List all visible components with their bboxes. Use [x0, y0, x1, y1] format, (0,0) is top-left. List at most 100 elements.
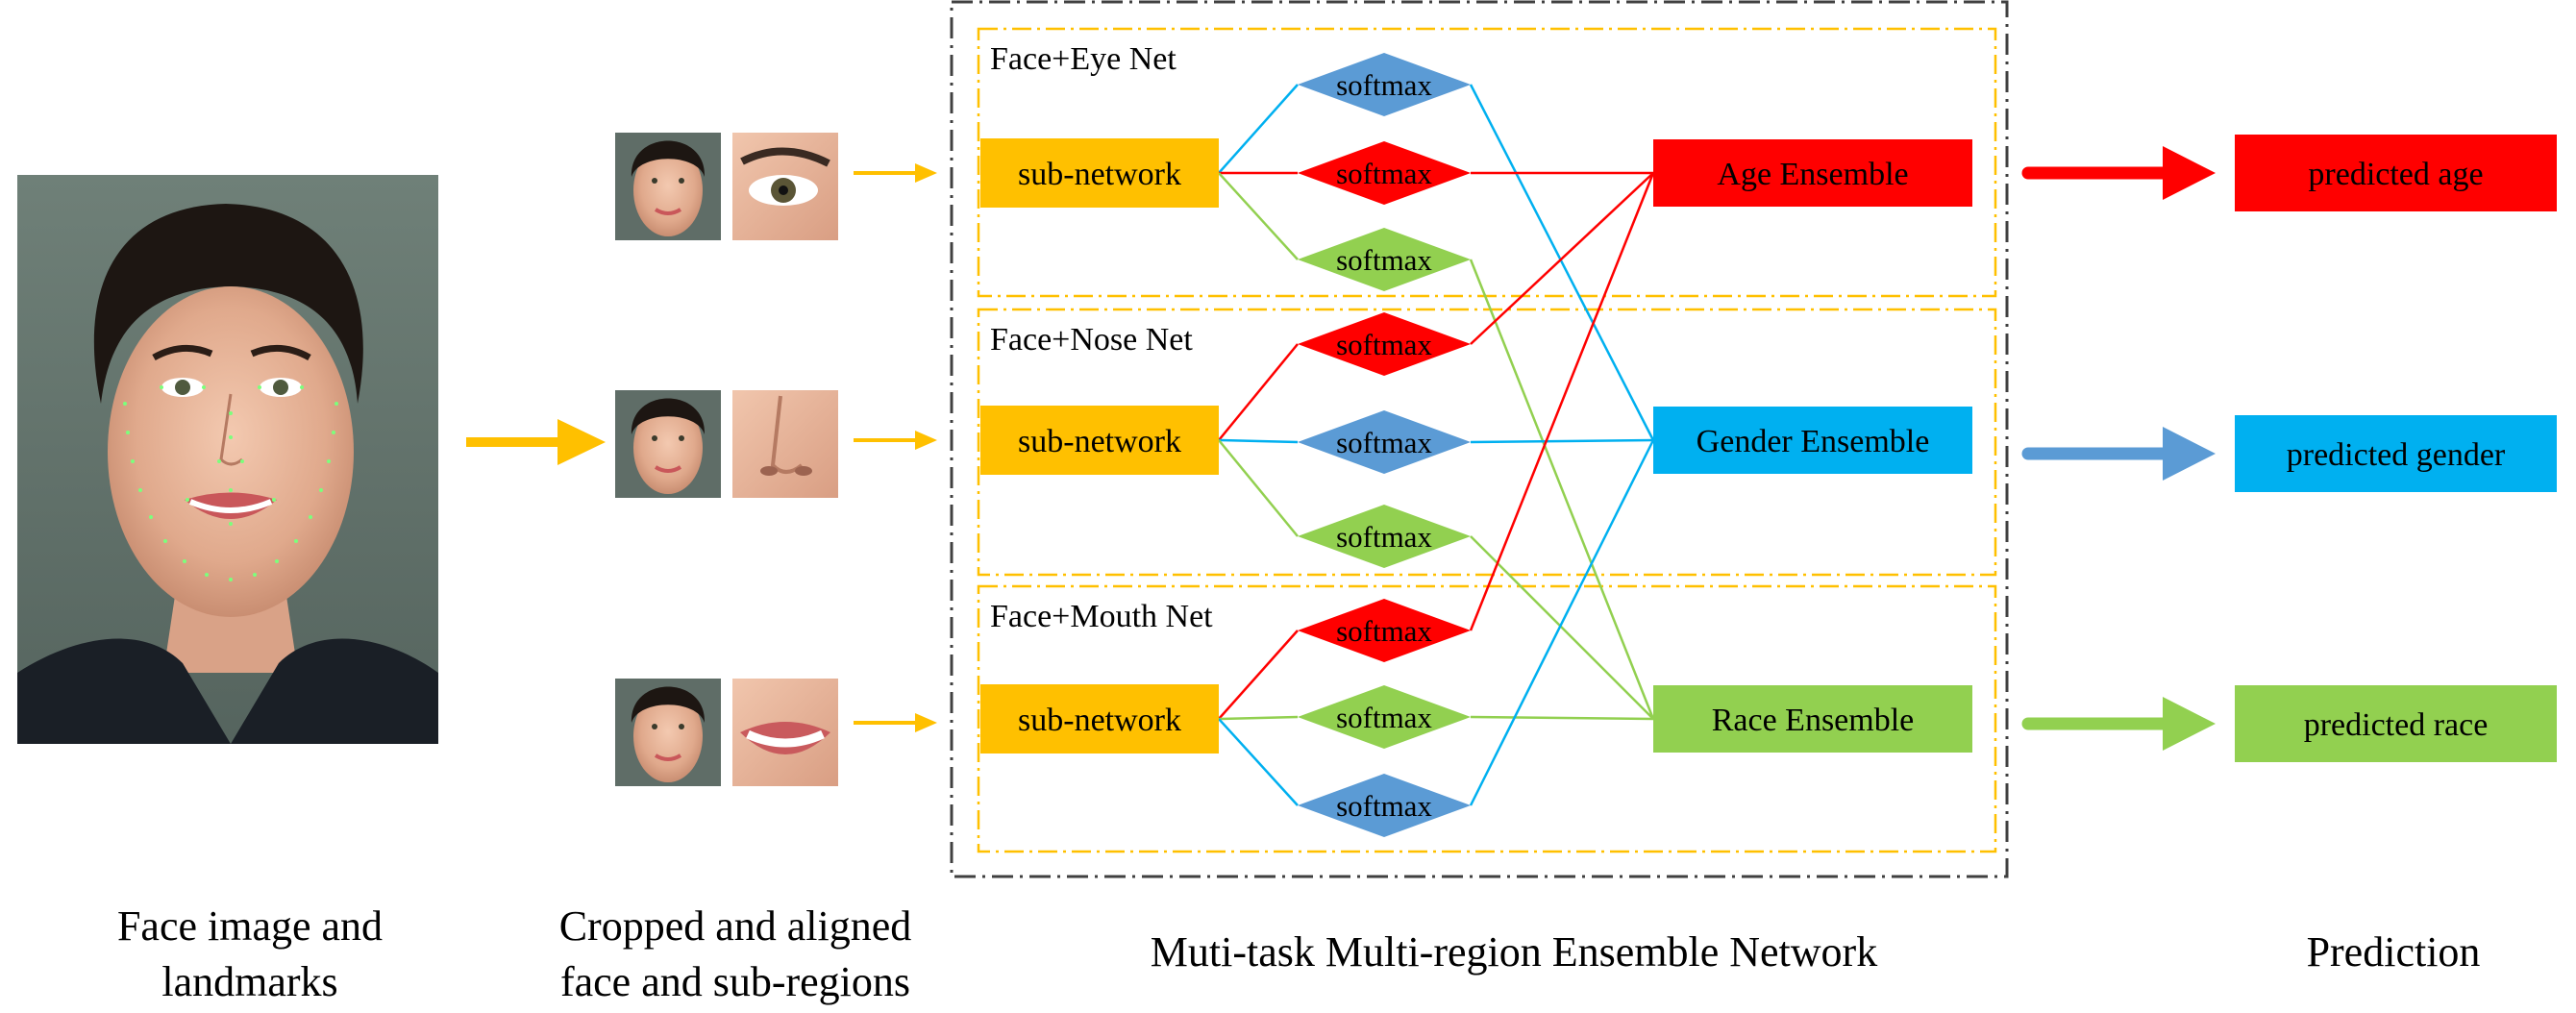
caption-network: Muti-task Multi-region Ensemble Network	[1151, 928, 1877, 976]
softmax-race	[1298, 685, 1471, 749]
link-subnet-softmax	[1218, 84, 1299, 174]
softmax-gender	[1298, 53, 1471, 116]
ensemble-race: Race Ensemble	[1653, 685, 1972, 753]
net-title: Face+Mouth Net	[990, 599, 1213, 634]
crop-face-thumbnail	[615, 133, 721, 240]
softmax-label: softmax	[1336, 426, 1432, 459]
region-arrow-eye	[854, 163, 937, 183]
ensemble-label: Race Ensemble	[1712, 703, 1915, 738]
softmax-label: softmax	[1336, 701, 1432, 734]
link-softmax-ensemble	[1470, 535, 1654, 720]
subnetwork-label: sub-network	[1018, 703, 1181, 738]
net-nose: Face+Nose Net sub-network softmax softmax so…	[980, 312, 1471, 568]
net-borders	[977, 27, 1997, 853]
softmax-gender	[1298, 410, 1471, 474]
prediction-label: predicted race	[2304, 707, 2489, 743]
caption-input-line2: landmarks	[161, 958, 337, 1005]
link-softmax-ensemble	[1469, 439, 1655, 806]
output-arrow	[2021, 146, 2216, 200]
softmax-label: softmax	[1336, 520, 1432, 554]
crop-pair-eye	[615, 133, 937, 240]
ensemble-block	[1653, 139, 1972, 207]
outputs: predicted age predicted gender predicted r…	[2021, 135, 2557, 762]
softmax-label: softmax	[1336, 614, 1432, 648]
prediction-gender: predicted gender	[2021, 415, 2557, 492]
cropped-regions	[615, 133, 937, 786]
crop-face-thumbnail	[615, 679, 721, 786]
link-subnet-softmax	[1218, 172, 1299, 260]
subnetwork-label: sub-network	[1018, 424, 1181, 459]
subnetwork-label: sub-network	[1018, 157, 1181, 192]
crop-pair-nose	[615, 390, 937, 498]
softmax-label: softmax	[1336, 68, 1432, 102]
link-softmax-ensemble	[1470, 438, 1654, 444]
softmax-race	[1298, 228, 1471, 291]
caption-prediction: Prediction	[2307, 928, 2481, 976]
prediction-block	[2235, 685, 2557, 762]
link-softmax-ensemble	[1470, 172, 1654, 345]
net-border-nose	[977, 308, 1997, 577]
subnetwork-block	[980, 138, 1219, 208]
face-image	[17, 175, 438, 744]
ensemble-label: Age Ensemble	[1717, 157, 1908, 192]
net-border-mouth	[977, 584, 1997, 853]
ensemble-gender: Gender Ensemble	[1653, 407, 1972, 474]
crop-nose-thumbnail	[732, 390, 838, 498]
output-arrow	[2021, 697, 2216, 751]
caption-crops-line2: face and sub-regions	[560, 958, 910, 1005]
crop-eye-thumbnail	[732, 133, 838, 240]
prediction-label: predicted gender	[2287, 437, 2506, 473]
ensemble-age: Age Ensemble	[1653, 139, 1972, 207]
link-softmax-ensemble	[1469, 259, 1655, 720]
softmax-label: softmax	[1336, 328, 1432, 361]
link-softmax-ensemble	[1470, 715, 1654, 721]
captions: Face image and landmarks Cropped and ali…	[117, 902, 2480, 1005]
region-arrow-nose	[854, 431, 937, 450]
softmax-label: softmax	[1336, 157, 1432, 190]
net-eye: Face+Eye Net sub-network softmax softmax sof…	[980, 41, 1471, 291]
link-softmax-ensemble	[1469, 84, 1655, 441]
landmark-points	[123, 385, 338, 581]
crop-mouth-thumbnail	[732, 679, 838, 786]
prediction-block	[2235, 415, 2557, 492]
prediction-age: predicted age	[2021, 135, 2557, 211]
softmax-label: softmax	[1336, 789, 1432, 823]
net-title: Face+Nose Net	[990, 322, 1193, 358]
prediction-label: predicted age	[2308, 157, 2483, 192]
network-outer-border	[950, 0, 2009, 878]
softmax-gender	[1298, 774, 1471, 837]
subnetwork-block	[980, 684, 1219, 754]
prediction-block	[2235, 135, 2557, 211]
nets: Face+Eye Net sub-network softmax softmax sof…	[980, 41, 1471, 837]
ensemble-label: Gender Ensemble	[1697, 424, 1930, 459]
softmax-race	[1298, 505, 1471, 568]
link-subnet-softmax	[1218, 718, 1299, 806]
ensemble-block	[1653, 407, 1972, 474]
caption-crops-line1: Cropped and aligned	[559, 902, 912, 950]
link-subnet-softmax	[1218, 630, 1299, 720]
link-subnet-softmax	[1218, 343, 1299, 441]
crop-face-thumbnail	[615, 390, 721, 498]
softmax-age	[1298, 599, 1471, 662]
net-title: Face+Eye Net	[990, 41, 1177, 77]
region-arrow-mouth	[854, 713, 937, 732]
softmax-age	[1298, 312, 1471, 376]
link-softmax-ensemble	[1469, 172, 1655, 631]
softmax-label: softmax	[1336, 243, 1432, 277]
net-border-eye	[977, 27, 1997, 298]
caption-input-line1: Face image and	[117, 902, 383, 950]
ensemble-block	[1653, 685, 1972, 753]
link-subnet-softmax	[1218, 438, 1299, 444]
softmax-age	[1298, 141, 1471, 205]
connections	[1218, 84, 1655, 806]
input-arrow	[466, 419, 606, 465]
crop-pair-mouth	[615, 679, 937, 786]
link-subnet-softmax	[1218, 439, 1299, 537]
net-mouth: Face+Mouth Net sub-network softmax softmax s…	[980, 599, 1471, 837]
subnetwork-block	[980, 406, 1219, 475]
link-subnet-softmax	[1218, 715, 1299, 721]
prediction-race: predicted race	[2021, 685, 2557, 762]
output-arrow	[2021, 427, 2216, 481]
